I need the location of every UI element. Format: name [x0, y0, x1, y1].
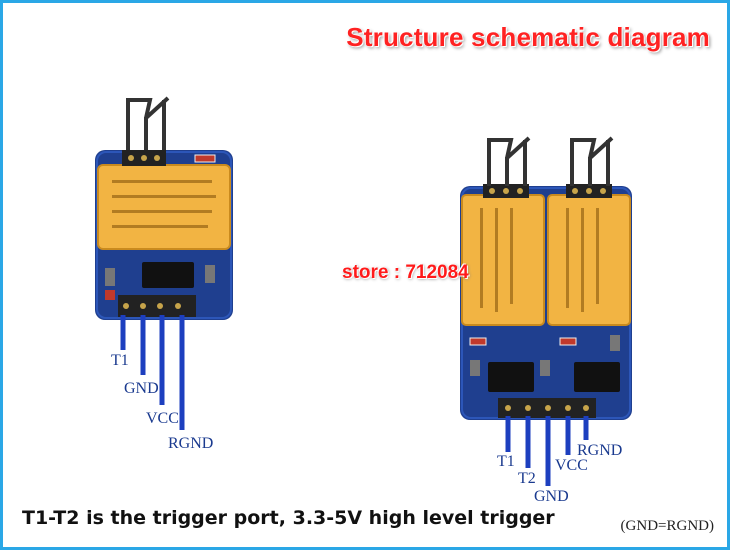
pin-wires	[120, 315, 185, 430]
pin-label-t1: T1	[497, 453, 515, 470]
optocoupler-chip	[142, 262, 194, 288]
single-relay-module	[95, 96, 233, 430]
relay-contact-symbol-1	[487, 136, 531, 186]
pin-label-rgnd: RGND	[577, 442, 623, 459]
pin-label-gnd: GND	[534, 488, 569, 505]
pin-label-vcc: VCC	[146, 410, 179, 427]
pin-label-vcc: VCC	[555, 457, 588, 474]
store-watermark: store : 712084	[342, 262, 469, 283]
relay-body-1	[461, 194, 545, 326]
relay-contact-symbol	[126, 96, 170, 150]
diagram-title: Structure schematic diagram	[346, 22, 710, 52]
relay-contact-symbol-2	[570, 136, 614, 186]
trigger-note: T1-T2 is the trigger port, 3.3-5V high l…	[22, 507, 555, 529]
pin-label-gnd: GND	[124, 380, 159, 397]
optocoupler-chip-2	[574, 362, 620, 392]
relay-body	[97, 164, 231, 250]
pin-label-t2: T2	[518, 470, 536, 487]
pin-label-t1: T1	[111, 352, 129, 369]
pin-label-rgnd: RGND	[168, 435, 214, 452]
relay-body-2	[547, 194, 631, 326]
ground-footnote: (GND=RGND)	[620, 518, 714, 534]
pin-wires	[505, 416, 589, 486]
optocoupler-chip-1	[488, 362, 534, 392]
dual-relay-module	[460, 136, 632, 486]
